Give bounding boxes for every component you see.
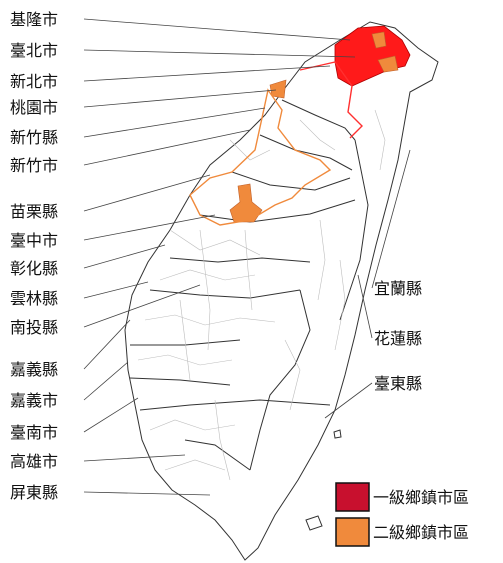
legend: 一級鄉鎮市區 二級鄉鎮市區 — [335, 482, 469, 547]
label-chiayi-county: 嘉義縣 — [10, 360, 58, 379]
taiwan-outline — [124, 21, 439, 561]
leader-lines-right — [324, 149, 411, 419]
label-chiayi-city: 嘉義市 — [10, 391, 58, 410]
label-kaohsiung: 高雄市 — [10, 452, 58, 471]
label-taichung: 臺中市 — [10, 231, 58, 250]
level2-region-north — [371, 31, 387, 49]
label-nantou: 南投縣 — [10, 318, 58, 337]
labels-left: 基隆市 臺北市 新北市 桃園市 新竹縣 新竹市 苗栗縣 臺中市 彰化縣 雲林縣 … — [10, 10, 58, 502]
county-border-orange — [189, 88, 332, 226]
level2-region-taichung — [229, 183, 263, 223]
label-taoyuan: 桃園市 — [10, 98, 58, 117]
county-borders — [129, 99, 369, 471]
level2-region-north-2 — [377, 55, 399, 73]
green-island — [333, 429, 342, 439]
label-changhua: 彰化縣 — [10, 259, 58, 278]
label-new-taipei: 新北市 — [10, 72, 58, 91]
label-pingtung: 屏東縣 — [10, 483, 58, 502]
labels-right: 宜蘭縣 花蓮縣 臺東縣 — [374, 279, 422, 393]
level2-region-taoyuan — [269, 79, 287, 99]
label-taipei: 臺北市 — [10, 41, 58, 60]
label-hualien: 花蓮縣 — [374, 329, 422, 348]
legend-label-level2: 二級鄉鎮市區 — [373, 523, 469, 542]
label-yunlin: 雲林縣 — [10, 289, 58, 308]
orchid-island — [305, 515, 323, 531]
label-hsinchu-county: 新竹縣 — [10, 128, 58, 147]
label-yilan: 宜蘭縣 — [374, 279, 422, 298]
legend-swatch-level1 — [335, 482, 370, 512]
label-keelung: 基隆市 — [10, 10, 58, 29]
leader-lines-left — [83, 18, 356, 496]
label-tainan: 臺南市 — [10, 423, 58, 442]
township-borders — [137, 109, 386, 481]
label-taitung: 臺東縣 — [374, 374, 422, 393]
label-miaoli: 苗栗縣 — [10, 202, 58, 221]
label-hsinchu-city: 新竹市 — [10, 156, 58, 175]
legend-swatch-level2 — [335, 517, 370, 547]
legend-label-level1: 一級鄉鎮市區 — [373, 488, 469, 507]
metro-border-red — [299, 61, 363, 139]
